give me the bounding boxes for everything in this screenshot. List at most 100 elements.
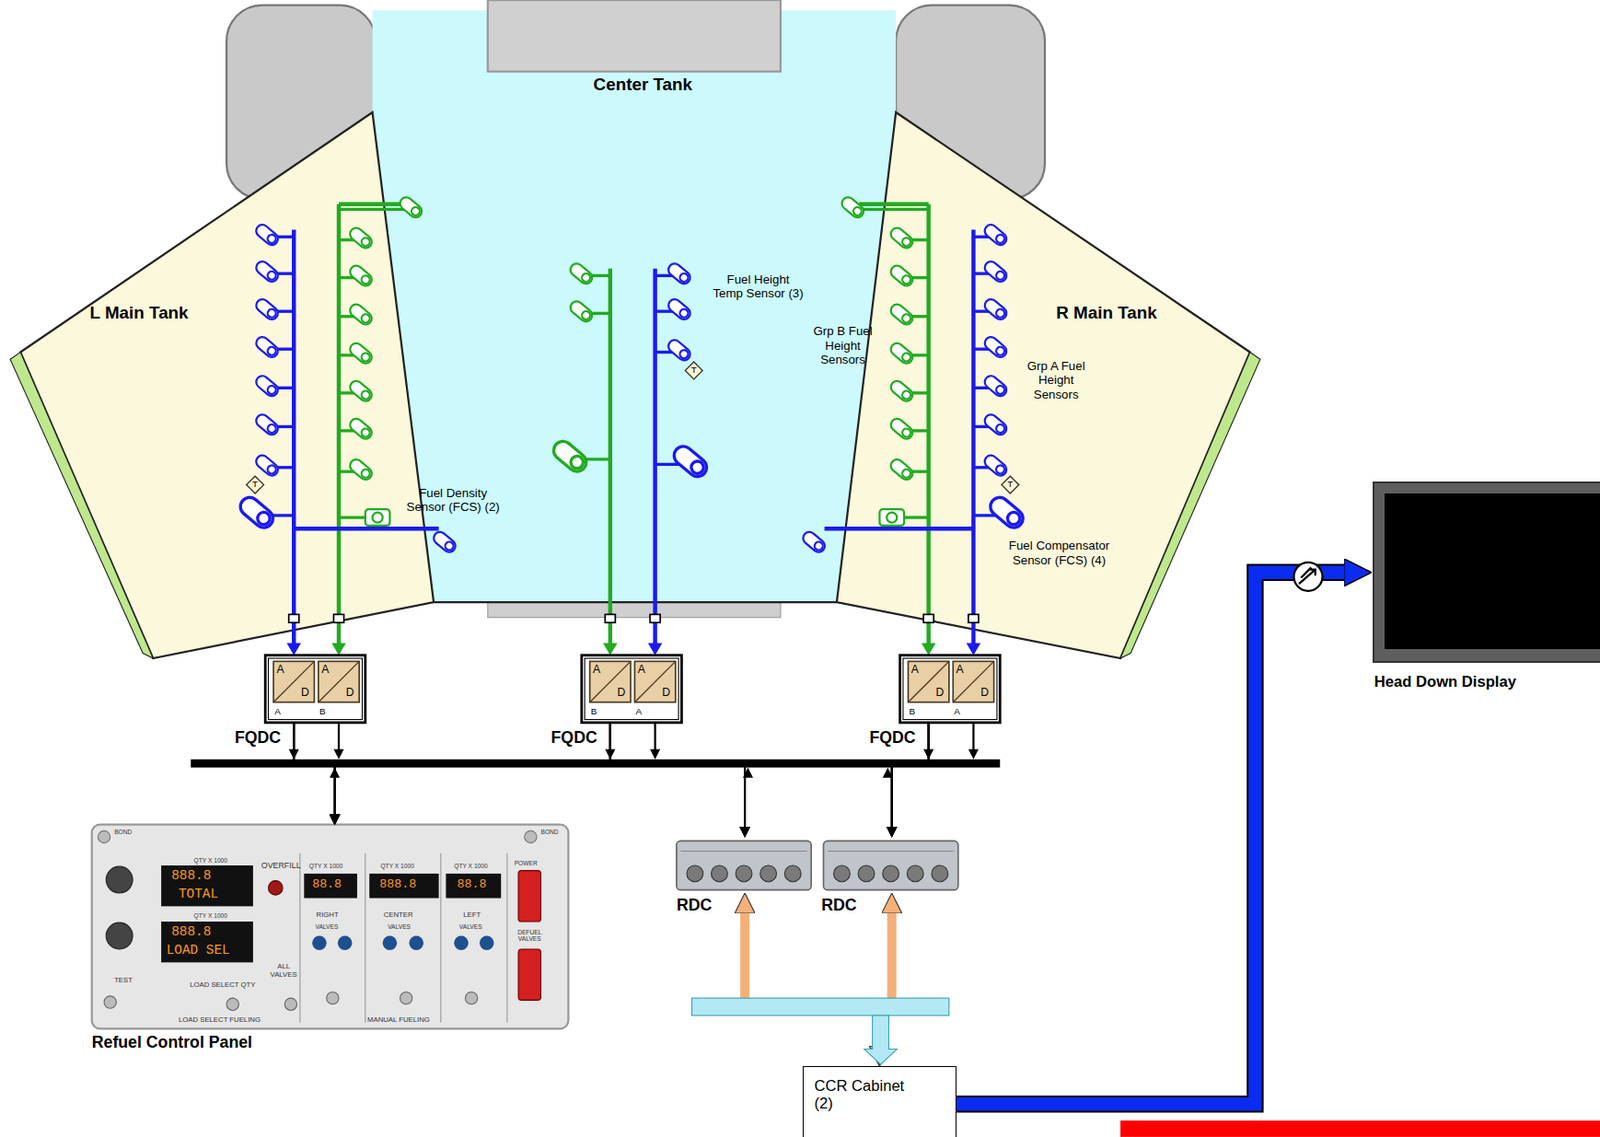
converter-letter: D [346, 685, 355, 699]
rdc-case [676, 840, 812, 890]
refuel-control-panel: Refuel Control PanelBONDBONDQTY X 100088… [92, 824, 569, 1030]
center-tank-area [372, 10, 897, 603]
probe-head [678, 271, 690, 283]
label-text: MANUAL FUELING [367, 1016, 430, 1025]
fuel-probe [888, 225, 916, 251]
probe-head [994, 463, 1006, 476]
probe-body [254, 258, 281, 284]
bond-stud [97, 830, 110, 843]
fuel-probe [254, 296, 281, 322]
label-text: VALVES [387, 923, 411, 931]
probe-body [665, 296, 693, 322]
fqdc-unit: FQDCADBADA [581, 655, 683, 723]
probe-body [347, 378, 375, 404]
temp-sensor-diamond [246, 475, 265, 494]
ad-converter [318, 660, 360, 702]
probe-head [266, 383, 278, 395]
display [161, 865, 254, 906]
temp-mark: T [687, 364, 700, 375]
fuel-probe [347, 263, 375, 289]
ad-diagonal [318, 660, 360, 702]
panel-divider [299, 853, 301, 1023]
probe-head [443, 540, 455, 552]
probe-body [254, 221, 281, 247]
network-arrow [864, 1015, 897, 1065]
bond-stud [524, 830, 537, 843]
density-sensor [365, 509, 391, 526]
fuel-probe [888, 456, 916, 482]
probe-body [982, 452, 1009, 478]
panel-divider [506, 853, 508, 1023]
sensor-branch [338, 515, 368, 519]
ad-converter [634, 660, 675, 702]
sensor-rail [336, 204, 341, 646]
rail-arrowhead [648, 642, 663, 655]
probe-head [579, 309, 592, 321]
sensor-branch [338, 202, 408, 207]
converter-letter: D [935, 685, 944, 699]
probe-head [266, 307, 278, 319]
display-digits: TOTAL [178, 886, 219, 903]
fuel-probe [982, 334, 1009, 360]
rdc-connector [834, 865, 851, 882]
probe-body [888, 456, 916, 482]
fuel-probe [236, 493, 277, 532]
red-bar [1120, 1120, 1600, 1137]
fuselage [487, 0, 781, 72]
probe-body [982, 221, 1009, 247]
probe-head [266, 269, 278, 281]
red-switch [518, 949, 541, 1000]
probe-head [688, 458, 707, 476]
data-bus [190, 759, 1000, 768]
converter-letter: D [661, 685, 671, 699]
sensor-rails [286, 204, 981, 656]
ad-diagonal [590, 660, 631, 702]
ad-converter [273, 660, 314, 702]
rdc-connector [931, 865, 949, 882]
sensor-branch [293, 526, 439, 531]
probe-body [800, 529, 828, 555]
probe-head [1005, 510, 1023, 528]
probe-head [900, 427, 912, 439]
valve-knob [382, 936, 398, 951]
sensor-note: Grp B Fuel Height Sensors [806, 324, 881, 367]
probe-head [994, 232, 1006, 244]
tank-connector [333, 614, 344, 623]
probe-head [266, 463, 278, 476]
ad-diagonal [634, 660, 675, 702]
probe-body [347, 225, 375, 251]
tank-connector [923, 614, 934, 623]
display-digits: 88.8 [312, 877, 342, 892]
sensor-note: Fuel Compensator Sensor (FCS) (4) [991, 538, 1126, 568]
density-sensor [886, 512, 897, 523]
probe-head [359, 427, 372, 439]
right-main-tank [836, 112, 1251, 659]
probe-head [409, 205, 421, 217]
probe-body [982, 258, 1009, 284]
connector [956, 572, 1347, 1105]
fuel-probe [665, 296, 693, 322]
probe-head [994, 269, 1006, 281]
fuel-probe [347, 456, 375, 482]
converter-letter: A [956, 662, 964, 676]
probe-head [900, 351, 912, 363]
sensor-note: Fuel Height Temp Sensor (3) [711, 272, 806, 302]
fuel-probe [254, 258, 281, 284]
unit-name: FQDC [869, 728, 916, 747]
fuel-probe [839, 195, 867, 221]
probe-body [888, 263, 916, 289]
probe-body [888, 416, 916, 441]
display [161, 921, 254, 963]
label-text: QTY X 1000 [453, 862, 487, 870]
fqdc-unit: FQDCADAADB [265, 655, 366, 723]
probe-body [236, 493, 277, 532]
probe-body [254, 373, 281, 399]
label-text: RIGHT [316, 911, 339, 920]
fuel-probe [568, 299, 595, 325]
fuel-probe [397, 195, 425, 221]
channel-letter: B [319, 706, 326, 717]
rail-arrowhead [921, 642, 937, 655]
converter-letter: A [911, 662, 919, 676]
probe-body [982, 296, 1009, 322]
unit-name: Head Down Display [1374, 672, 1517, 691]
